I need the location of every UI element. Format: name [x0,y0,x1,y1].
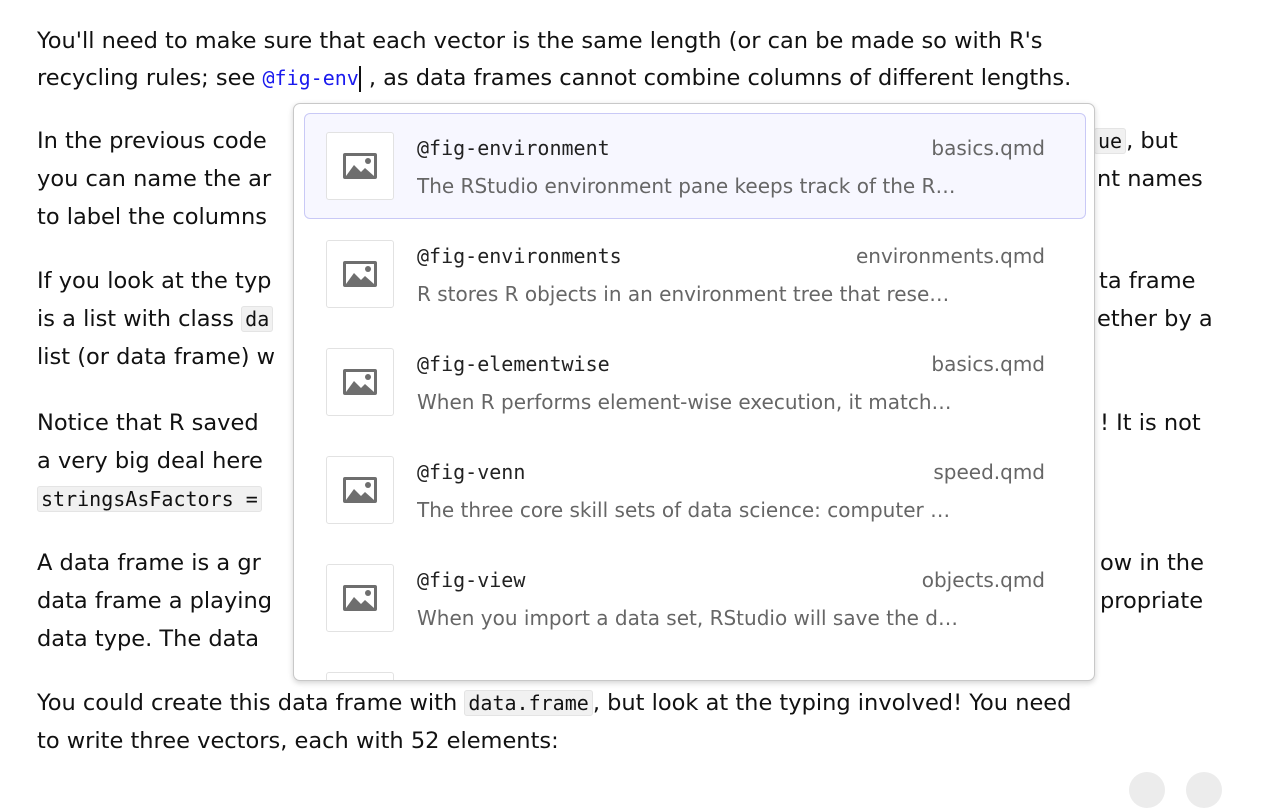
inline-code: ue [1094,128,1127,154]
item-file: basics.qmd [931,352,1045,376]
text-line: Notice that R saved [37,410,259,436]
text-line: stringsAsFactors = [37,480,262,518]
text: You could create this data frame with [37,690,465,716]
text-line: ether by a [1097,306,1213,332]
item-description: When you import a data set, RStudio will… [417,606,958,630]
item-id: @fig-environments [417,244,622,268]
text-cursor [358,65,361,92]
cross-reference[interactable]: @fig-env [262,66,359,90]
item-id: @fig-view [417,568,526,592]
item-file: basics.qmd [931,136,1045,160]
item-file: objects.qmd [921,568,1045,592]
text-line: In the previous code [37,128,267,154]
autocomplete-item[interactable] [304,653,1086,680]
inline-code: stringsAsFactors = [37,486,262,512]
text-line: You'll need to make sure that each vecto… [37,28,1043,54]
text-line: If you look at the typ [37,268,272,294]
text: recycling rules; see [37,65,263,91]
image-icon [326,240,394,308]
autocomplete-item[interactable]: @fig-environments environments.qmd R store… [304,221,1086,327]
image-icon [326,456,394,524]
image-icon [326,348,394,416]
text: , as data frames cannot combine columns … [368,65,1072,91]
text-line: is a list with class da [37,300,274,338]
text-line: ! It is not [1100,410,1201,436]
inline-code: data.frame [464,690,593,716]
text-line: data type. The data [37,626,260,652]
text-line: to write three vectors, each with 52 ele… [37,728,559,754]
text-line: You could create this data frame with da… [37,684,1071,722]
item-description: The three core skill sets of data scienc… [417,498,951,522]
item-file: environments.qmd [855,244,1045,268]
text-line: propriate [1100,588,1204,614]
inline-code: da [241,306,274,332]
item-id: @fig-elementwise [417,352,610,376]
text-line: a very big deal here [37,448,263,474]
text-line: you can name the ar [37,166,272,192]
text: , but [1126,128,1178,154]
text-line: ta frame [1099,268,1196,294]
text-line: data frame a playing [37,588,273,614]
text: , but look at the typing involved! You n… [592,690,1072,716]
image-icon [326,672,394,680]
text-line: A data frame is a gr [37,550,261,576]
floating-action-button[interactable] [1186,772,1222,808]
image-icon [326,564,394,632]
item-id: @fig-environment [417,136,610,160]
image-icon [326,132,394,200]
text: is a list with class [37,306,242,332]
item-id: @fig-venn [417,460,526,484]
item-file: speed.qmd [933,460,1045,484]
text-line: to label the columns [37,204,267,230]
text-line[interactable]: recycling rules; see @fig-env , as data f… [37,59,1071,97]
floating-action-button[interactable] [1129,772,1165,808]
text-line: ow in the [1100,550,1204,576]
item-description: The RStudio environment pane keeps track… [417,174,956,198]
text-line: nt names [1097,166,1203,192]
text-line: ue, but [1094,122,1178,160]
item-description: When R performs element-wise execution, … [417,390,952,414]
item-description: R stores R objects in an environment tre… [417,282,950,306]
text-line: list (or data frame) w [37,344,276,370]
